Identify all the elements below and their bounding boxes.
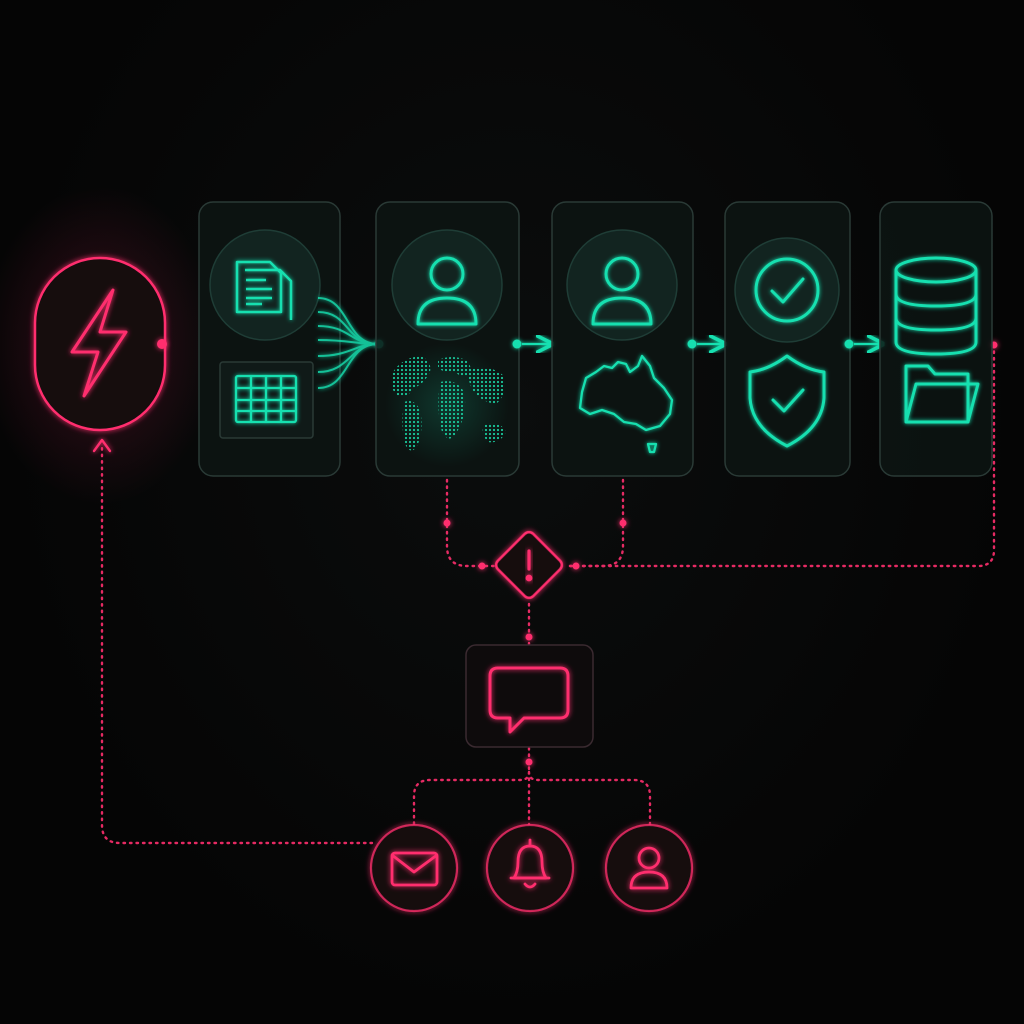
- ingest-stage-card[interactable]: [198, 201, 341, 477]
- documents-icon: [235, 260, 293, 320]
- user-icon: [591, 256, 653, 326]
- australia-map-icon: [578, 354, 674, 454]
- alert-decision-node[interactable]: [494, 530, 565, 601]
- verification-stage-card[interactable]: [724, 201, 851, 477]
- database-icon: [894, 256, 978, 356]
- regional-user-stage-card[interactable]: [551, 201, 694, 477]
- folder-icon: [904, 364, 980, 424]
- mail-icon: [390, 851, 439, 887]
- storage-stage-card[interactable]: [879, 201, 993, 477]
- connector-regional-to-alert: [564, 478, 625, 568]
- world-map-icon: [385, 343, 509, 467]
- bell-icon: [509, 838, 551, 889]
- shield-check-icon: [748, 354, 826, 448]
- ingest-to-global-connectors: [317, 297, 384, 389]
- connector-global-to-alert: [445, 478, 498, 568]
- user-icon: [416, 256, 478, 326]
- global-to-regional-connector: [512, 340, 551, 349]
- connector-message-to-channels: [412, 746, 652, 828]
- connector-joint-dots: [443, 341, 998, 766]
- check-circle-icon: [754, 257, 820, 323]
- spreadsheet-table-icon: [234, 374, 298, 424]
- user-icon: [629, 846, 669, 890]
- chat-bubble-icon: [488, 666, 570, 734]
- trigger-output-connector: [157, 339, 198, 349]
- channel-mail-node[interactable]: [369, 823, 459, 913]
- trigger-node[interactable]: [0, 185, 218, 505]
- warning-diamond-icon: [525, 549, 533, 582]
- lightning-bolt-icon: [70, 288, 128, 398]
- connector-mail-to-trigger: [100, 443, 374, 845]
- channel-bell-node[interactable]: [485, 823, 575, 913]
- channel-user-node[interactable]: [604, 823, 694, 913]
- message-node[interactable]: [465, 644, 594, 748]
- regional-to-verification-connector: [687, 340, 724, 349]
- verification-to-storage-connector: [844, 340, 882, 349]
- global-user-stage-card[interactable]: [375, 201, 520, 477]
